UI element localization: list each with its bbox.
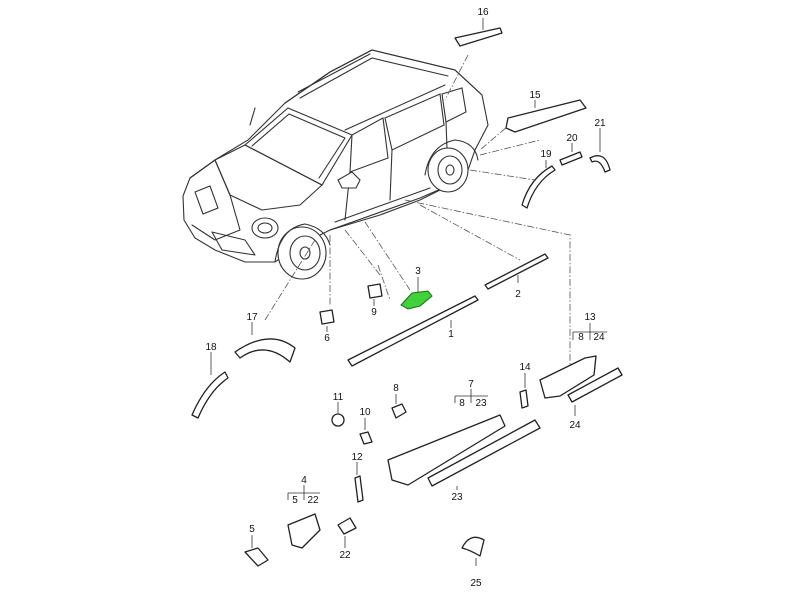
part-24-trim[interactable]	[567, 367, 623, 403]
vehicle-illustration	[182, 49, 489, 280]
label-13-sub-8: 8	[578, 332, 584, 343]
label-4-sub-5: 5	[292, 495, 298, 506]
label-4: 4	[301, 475, 307, 486]
label-17: 17	[246, 312, 258, 323]
part-12-trim[interactable]	[354, 475, 364, 503]
part-21-arch[interactable]	[589, 155, 611, 173]
label-24: 24	[569, 420, 581, 431]
reference-lines	[264, 54, 571, 365]
label-15: 15	[529, 90, 541, 101]
label-16: 16	[477, 7, 489, 18]
label-20: 20	[566, 133, 578, 144]
part-13-cover[interactable]	[539, 355, 597, 399]
part-6-clip[interactable]	[319, 309, 335, 325]
part-17-arch[interactable]	[234, 338, 296, 363]
part-16-trim[interactable]	[454, 27, 503, 47]
part-10-screw[interactable]	[359, 431, 373, 445]
part-7-cover[interactable]	[387, 414, 506, 486]
label-3: 3	[415, 266, 421, 277]
part-20-trim[interactable]	[559, 151, 583, 166]
part-18-arch[interactable]	[191, 371, 229, 419]
label-9: 9	[371, 307, 377, 318]
part-3-clip-highlighted[interactable]	[400, 290, 433, 310]
label-14: 14	[519, 362, 531, 373]
label-1: 1	[448, 329, 454, 340]
part-5-clip[interactable]	[244, 547, 269, 567]
label-2: 2	[515, 289, 521, 300]
label-11: 11	[333, 392, 344, 403]
label-13-sub-24: 24	[593, 332, 605, 343]
label-18: 18	[205, 342, 217, 353]
label-8: 8	[393, 383, 399, 394]
label-22: 22	[339, 550, 351, 561]
part-15-trim[interactable]	[505, 99, 587, 133]
part-2-moulding[interactable]	[484, 253, 549, 290]
label-10: 10	[359, 407, 371, 418]
part-23-trim[interactable]	[427, 419, 541, 487]
part-25-cap[interactable]	[461, 536, 485, 557]
label-7-sub-8: 8	[459, 398, 465, 409]
part-8-clip[interactable]	[391, 403, 407, 419]
label-6: 6	[324, 333, 330, 344]
part-19-arch[interactable]	[521, 165, 556, 209]
label-5: 5	[249, 524, 255, 535]
label-7-sub-23: 23	[475, 398, 487, 409]
label-13: 13	[584, 312, 596, 323]
part-4-cover[interactable]	[287, 513, 321, 549]
part-1-moulding[interactable]	[347, 295, 479, 367]
label-25: 25	[470, 578, 482, 589]
part-11-grommet[interactable]	[331, 413, 345, 427]
label-7: 7	[468, 379, 474, 390]
label-19: 19	[540, 149, 552, 160]
part-number-labels: 16 15 20 21 19 3 2 1 9 6 17 18 13 8 24 1…	[205, 7, 606, 589]
part-22-trim[interactable]	[337, 517, 357, 535]
label-21: 21	[594, 118, 606, 129]
label-23: 23	[451, 492, 463, 503]
label-12: 12	[351, 452, 363, 463]
label-4-sub-22: 22	[307, 495, 319, 506]
part-9-clip[interactable]	[367, 283, 383, 299]
part-14-trim[interactable]	[519, 389, 529, 409]
